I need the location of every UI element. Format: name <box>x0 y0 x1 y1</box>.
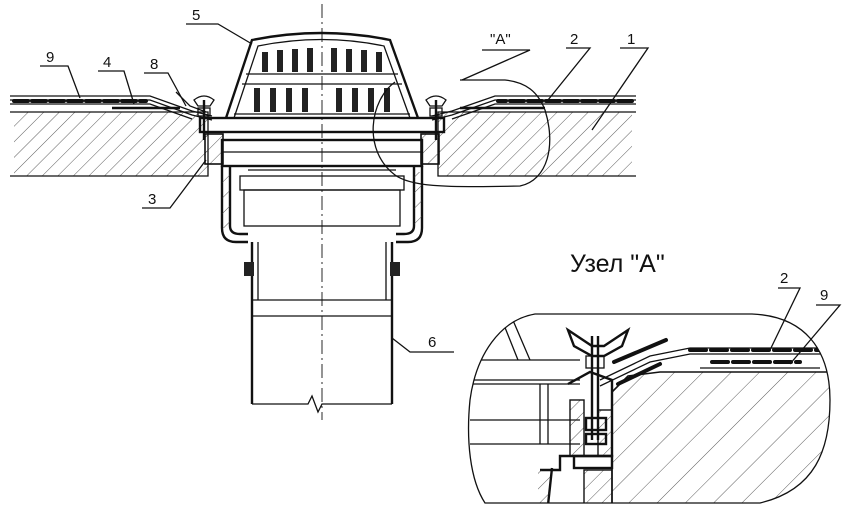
callout-view-a: "A" <box>490 31 511 48</box>
detail-a-view: Узел "А" <box>467 250 842 504</box>
callout-4: 4 <box>103 54 111 71</box>
roof-slab-right <box>438 112 632 176</box>
wing-nut-left <box>193 95 215 140</box>
wing-nut-right <box>425 95 447 140</box>
detail-wing-nut <box>565 326 631 446</box>
detail-slab <box>611 371 830 503</box>
detail-grate <box>470 317 580 445</box>
detail-callout-2: 2 <box>780 270 788 287</box>
leaf-guard <box>224 31 420 119</box>
callout-9: 9 <box>46 49 54 66</box>
main-callouts: 9 4 8 5 3 "A" 2 1 6 <box>40 7 650 353</box>
detail-title: Узел "А" <box>570 250 665 278</box>
callout-1: 1 <box>627 31 635 48</box>
callout-5: 5 <box>192 7 200 24</box>
callout-6: 6 <box>428 334 436 351</box>
detail-flange <box>538 370 614 503</box>
roof-slab-left <box>14 112 208 176</box>
detail-boundary <box>467 313 831 504</box>
callout-2: 2 <box>570 31 578 48</box>
callout-8: 8 <box>150 56 158 73</box>
callout-3: 3 <box>148 191 156 208</box>
detail-a-marker <box>372 79 551 188</box>
main-section-view <box>10 4 636 420</box>
detail-callout-9: 9 <box>820 287 828 304</box>
